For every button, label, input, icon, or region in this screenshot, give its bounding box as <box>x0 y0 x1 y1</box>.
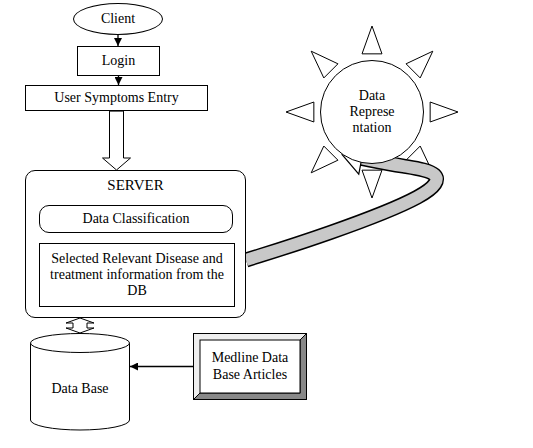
cylinder-top <box>31 334 130 353</box>
band-outline <box>246 158 437 260</box>
node-label: Data Base <box>51 381 108 397</box>
bevel-outer <box>194 334 307 400</box>
process-box: Login <box>77 46 160 76</box>
source-box: Medline Data Base Articles <box>193 333 307 400</box>
node-label: Login <box>102 53 135 69</box>
node-label: User Symptoms Entry <box>54 90 178 106</box>
connector <box>118 76 119 85</box>
node-label: Medline Data Base Articles <box>205 350 295 382</box>
arrow-line <box>118 76 119 85</box>
ray-triangle <box>362 26 382 54</box>
hollow-arrow <box>66 318 94 333</box>
node-label: Data Classification <box>83 211 190 227</box>
server-box: SERVER Data ClassificationSelected Releva… <box>25 170 246 318</box>
connector <box>130 366 193 367</box>
ray-triangle <box>430 102 458 122</box>
output-circle: Data Represe ntation <box>320 60 424 164</box>
node-label: SERVER <box>107 177 163 194</box>
ray-triangle <box>286 102 314 122</box>
bevel-shade <box>194 334 307 400</box>
node-label: Data Represe ntation <box>339 88 405 136</box>
ray-triangle <box>362 170 382 198</box>
arrow-line <box>117 35 118 46</box>
connector <box>103 111 131 170</box>
node-label: Selected Relevant Disease and treatment … <box>46 251 228 299</box>
ray-triangle <box>311 51 338 78</box>
arrow-line <box>130 366 193 367</box>
connector <box>118 35 119 46</box>
band-fill <box>246 158 437 260</box>
cylinder-body <box>31 343 130 430</box>
connector <box>66 318 94 333</box>
node-label: Client <box>101 11 135 27</box>
hollow-arrow <box>103 111 131 170</box>
bevel-inner <box>200 340 300 393</box>
process-box: Data Classification <box>39 205 233 233</box>
process-box: Selected Relevant Disease and treatment … <box>39 243 235 307</box>
ray-triangle <box>311 146 338 173</box>
connector <box>246 143 437 260</box>
process-box: User Symptoms Entry <box>25 85 208 111</box>
start-ellipse: Client <box>73 3 163 35</box>
database-cylinder: Data Base <box>30 333 130 430</box>
ray-triangle <box>406 51 433 78</box>
